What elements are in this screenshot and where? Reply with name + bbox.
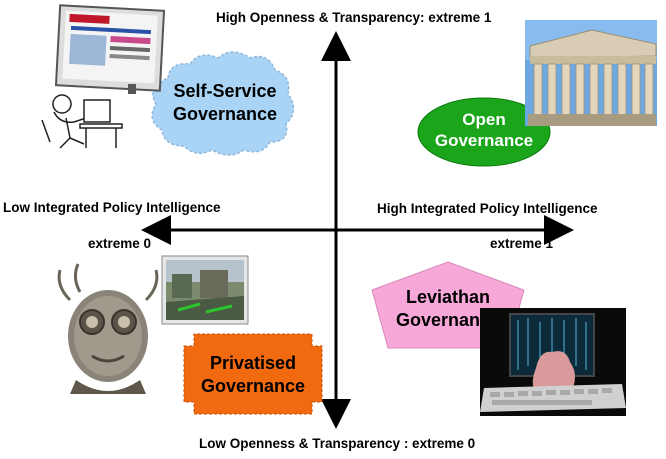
leviathan-governance-label: Leviathan Governance [390, 286, 506, 331]
self-service-label: Self-Service Governance [170, 80, 280, 125]
self-service-line2: Governance [172, 103, 278, 124]
open-governance-ellipse [417, 97, 551, 167]
open-line2: Governance [434, 131, 534, 151]
privatised-governance-label: Privatised Governance [186, 352, 320, 397]
axis-left-extreme: extreme 0 [88, 236, 152, 251]
self-service-line1: Self-Service [173, 81, 277, 101]
leviathan-line1: Leviathan [405, 287, 491, 307]
axis-top-label: High Openness & Transparency: extreme 1 [216, 10, 492, 25]
privatised-line1: Privatised [209, 353, 297, 373]
axis-right-label: High Integrated Policy Intelligence [377, 201, 598, 216]
privatised-cross-shape [183, 333, 323, 415]
axis-bottom-label: Low Openness & Transparency : extreme 0 [199, 436, 476, 451]
privatised-line2: Governance [200, 375, 306, 396]
axis-right-extreme: extreme 1 [490, 236, 554, 251]
leviathan-line2: Governance [395, 309, 501, 330]
open-governance-label: Open Governance [424, 109, 544, 152]
self-service-cloud-shape [151, 51, 295, 156]
axis-left-label: Low Integrated Policy Intelligence [3, 200, 221, 215]
open-line1: Open [462, 110, 506, 129]
